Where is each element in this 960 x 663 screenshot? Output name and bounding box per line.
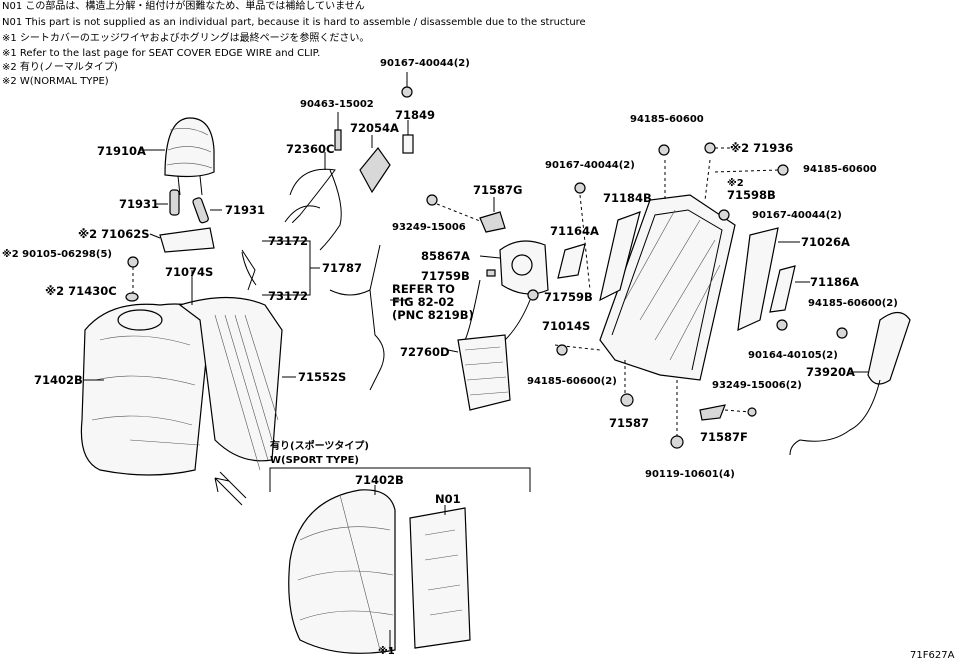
refer-line-3[interactable]: (PNC 8219B) — [392, 308, 474, 322]
part-71186a[interactable]: 71186A — [810, 275, 859, 289]
part-71759b-left[interactable]: 71759B — [421, 269, 470, 283]
screw-90463-drawing — [334, 129, 342, 151]
part-71931-right[interactable]: 71931 — [225, 203, 266, 217]
seatback-frame-drawing — [554, 159, 736, 395]
part-71587[interactable]: 71587 — [609, 416, 650, 430]
part-94185-60600-2b[interactable]: 94185-60600(2) — [808, 298, 898, 309]
part-72760d[interactable]: 72760D — [400, 345, 450, 359]
cover-71849-drawing — [402, 134, 414, 154]
sport-part-n01[interactable]: N01 — [435, 492, 461, 506]
note-2-en: ※2 W(NORMAL TYPE) — [2, 76, 109, 87]
lumbar-switch-drawing — [359, 147, 391, 194]
part-90119-10601[interactable]: 90119-10601(4) — [645, 469, 735, 480]
part-71184b[interactable]: 71184B — [603, 191, 652, 205]
part-90167-40044-right[interactable]: 90167-40044(2) — [752, 210, 842, 221]
note-n01-jp: N01 この部品は、構造上分解・組付けが困難なため、単品では補給していません — [2, 1, 365, 12]
part-71787[interactable]: 71787 — [322, 261, 363, 275]
seatback-pad-drawing — [178, 296, 283, 462]
part-71598b[interactable]: 71598B — [727, 188, 776, 202]
screw-90167-top — [401, 86, 413, 98]
part-73172-upper[interactable]: 73172 — [268, 234, 309, 248]
bracket-71184b-drawing — [599, 211, 641, 302]
actuator-72760d-drawing — [457, 334, 511, 411]
part-71759b-right[interactable]: 71759B — [544, 290, 593, 304]
note-n01-en: N01 This part is not supplied as an indi… — [2, 17, 586, 28]
part-73172-lower[interactable]: 73172 — [268, 289, 309, 303]
part-72360c[interactable]: 72360C — [286, 142, 335, 156]
part-71552s[interactable]: 71552S — [298, 370, 347, 384]
part-71164a[interactable]: 71164A — [550, 224, 599, 238]
part-71026a[interactable]: 71026A — [801, 235, 850, 249]
part-73920a[interactable]: 73920A — [806, 365, 855, 379]
sport-part-71402b[interactable]: 71402B — [355, 473, 404, 487]
part-71074s[interactable]: 71074S — [165, 265, 214, 279]
part-71910a[interactable]: 71910A — [97, 144, 146, 158]
part-94185-60600-top[interactable]: 94185-60600 — [630, 114, 704, 125]
headrest-guides — [156, 189, 222, 224]
clip-71587f-drawing — [699, 404, 726, 421]
part-90105-06298[interactable]: ※2 90105-06298(5) — [2, 249, 112, 260]
sport-type-box — [269, 467, 531, 654]
note-1-jp: ※1 シートカバーのエッジワイヤおよびホグリングは最終ページを参照ください。 — [2, 33, 370, 44]
part-72054a[interactable]: 72054A — [350, 121, 399, 135]
bracket-71164a-drawing — [557, 243, 586, 279]
refer-line-2[interactable]: FIG 82-02 — [392, 295, 455, 309]
bolt-90105-drawing — [127, 256, 139, 268]
part-71931-left[interactable]: 71931 — [119, 197, 160, 211]
part-90164-40105[interactable]: 90164-40105(2) — [748, 350, 838, 361]
sport-title-en: W(SPORT TYPE) — [270, 455, 359, 466]
part-71587g[interactable]: 71587G — [473, 183, 523, 197]
part-71598b-mark: ※2 — [727, 178, 744, 189]
note-1-en: ※1 Refer to the last page for SEAT COVER… — [2, 48, 321, 59]
part-90463-15002[interactable]: 90463-15002 — [300, 99, 374, 110]
refer-line-1[interactable]: REFER TO — [392, 282, 455, 296]
part-93249-15006[interactable]: 93249-15006 — [392, 222, 466, 233]
part-94185-60600-right[interactable]: 94185-60600 — [803, 164, 877, 175]
clip-71587g-drawing — [479, 211, 506, 233]
clip-71430c-drawing — [125, 292, 139, 302]
part-71587f[interactable]: 71587F — [700, 430, 748, 444]
harness-drawing — [329, 244, 385, 391]
figure-code: 71F627A — [910, 650, 955, 661]
part-90167-40044-top[interactable]: 90167-40044(2) — [380, 58, 470, 69]
seatback-cover-drawing — [80, 303, 211, 476]
part-71849[interactable]: 71849 — [395, 108, 436, 122]
part-71014s[interactable]: 71014S — [542, 319, 591, 333]
sport-mark-1: ※1 — [378, 646, 395, 657]
part-71936[interactable]: ※2 71936 — [730, 141, 794, 155]
bracket-drawing — [159, 227, 215, 253]
part-90167-40044-mid[interactable]: 90167-40044(2) — [545, 160, 635, 171]
bracket-71186a-drawing — [769, 265, 796, 313]
note-2-jp: ※2 有り(ノーマルタイプ) — [2, 62, 118, 73]
part-93249-15006-2[interactable]: 93249-15006(2) — [712, 380, 802, 391]
part-71430c[interactable]: ※2 71430C — [45, 284, 117, 298]
airbag-73920a-drawing — [867, 311, 911, 385]
part-85867a[interactable]: 85867A — [421, 249, 470, 263]
part-71402b[interactable]: 71402B — [34, 373, 83, 387]
sport-title-jp: 有り(スポーツタイプ) — [270, 441, 369, 452]
part-71062s[interactable]: ※2 71062S — [78, 227, 150, 241]
part-94185-60600-2a[interactable]: 94185-60600(2) — [527, 376, 617, 387]
bracket-71026a-drawing — [737, 227, 779, 331]
headrest-drawing — [140, 117, 215, 196]
wire-drawing — [241, 152, 342, 296]
